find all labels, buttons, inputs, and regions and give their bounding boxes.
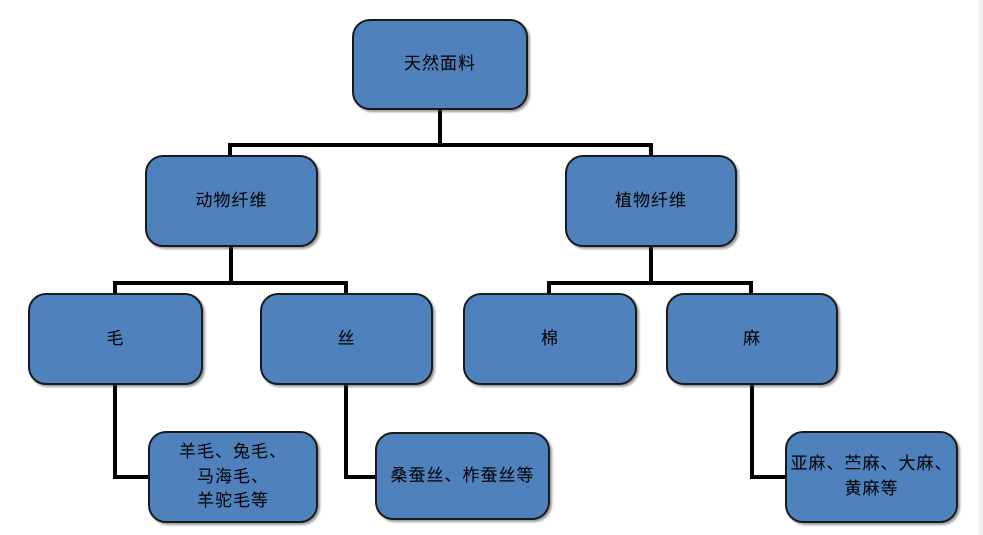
- node-plant-fiber[interactable]: 植物纤维: [565, 155, 737, 247]
- connector-stub-cotton: [547, 281, 551, 295]
- connector-animal-trunk: [229, 246, 233, 285]
- connector-plant-crossbar: [547, 281, 753, 285]
- node-silk[interactable]: 丝: [260, 293, 433, 385]
- node-hemp-types[interactable]: 亚麻、苎麻、大麻、 黄麻等: [785, 431, 958, 523]
- connector-animal-crossbar: [113, 281, 348, 285]
- node-wool-types-label: 羊毛、兔毛、 马海毛、 羊驼毛等: [179, 442, 287, 511]
- node-cotton[interactable]: 棉: [463, 293, 637, 385]
- connector-silk-elbow-h: [344, 475, 377, 479]
- node-silk-label: 丝: [337, 328, 356, 348]
- connector-plant-trunk: [649, 246, 653, 285]
- node-wool-label: 毛: [106, 328, 125, 348]
- connector-wool-elbow-h: [113, 475, 150, 479]
- connector-hemp-elbow-v: [750, 384, 754, 479]
- connector-silk-elbow-v: [344, 384, 348, 479]
- node-hemp[interactable]: 麻: [666, 293, 838, 385]
- node-animal-fiber-label: 动物纤维: [195, 190, 268, 210]
- node-plant-fiber-label: 植物纤维: [615, 190, 687, 210]
- node-animal-fiber[interactable]: 动物纤维: [145, 155, 318, 247]
- node-silk-types-label: 桑蚕丝、柞蚕丝等: [390, 465, 535, 485]
- node-wool[interactable]: 毛: [28, 293, 203, 385]
- node-hemp-types-label: 亚麻、苎麻、大麻、 黄麻等: [790, 454, 953, 498]
- node-natural-fabric[interactable]: 天然面料: [352, 19, 528, 110]
- node-cotton-label: 棉: [541, 328, 559, 348]
- node-wool-types[interactable]: 羊毛、兔毛、 马海毛、 羊驼毛等: [148, 431, 318, 523]
- node-hemp-label: 麻: [743, 328, 761, 348]
- connector-wool-elbow-v: [113, 384, 117, 479]
- connector-stub-animal-fiber: [228, 143, 232, 157]
- connector-stub-wool: [113, 281, 117, 295]
- connector-hemp-elbow-h: [750, 475, 787, 479]
- connector-stub-silk: [344, 281, 348, 295]
- connector-stub-plant-fiber: [649, 143, 653, 157]
- page-edge-divider: [977, 0, 983, 535]
- connector-stub-hemp: [749, 281, 753, 295]
- connector-root-trunk: [438, 109, 442, 145]
- node-natural-fabric-label: 天然面料: [404, 54, 476, 74]
- node-silk-types[interactable]: 桑蚕丝、柞蚕丝等: [375, 432, 550, 520]
- connector-root-crossbar: [228, 143, 653, 147]
